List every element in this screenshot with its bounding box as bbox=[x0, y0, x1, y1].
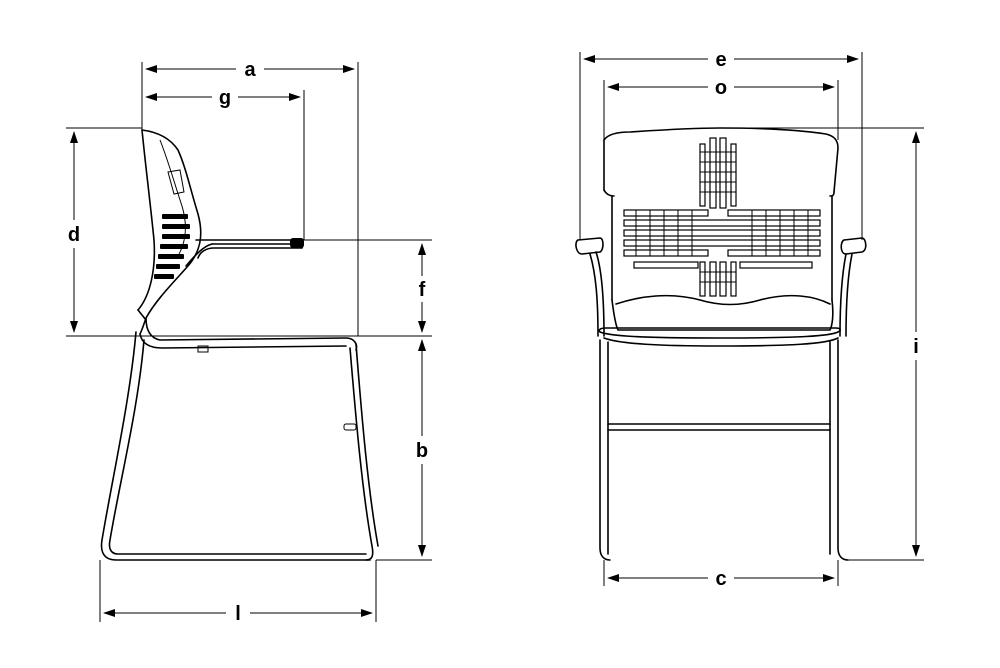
front-back-horizontal-slots bbox=[623, 209, 821, 269]
label-d: d bbox=[68, 224, 80, 246]
label-c: c bbox=[715, 568, 726, 590]
label-l: l bbox=[235, 603, 241, 625]
side-view-chair bbox=[100, 129, 379, 561]
side-back-slats bbox=[154, 214, 190, 279]
front-view-dimensions bbox=[579, 52, 924, 586]
label-g: g bbox=[219, 87, 231, 109]
side-view-dimensions bbox=[66, 62, 432, 622]
label-i: i bbox=[913, 336, 919, 358]
dimension-labels: a g d f b l e o c i bbox=[68, 49, 919, 625]
label-a: a bbox=[244, 59, 256, 81]
label-b: b bbox=[416, 440, 428, 462]
front-back-vertical-slots bbox=[699, 137, 737, 297]
label-o: o bbox=[715, 77, 727, 99]
label-e: e bbox=[715, 49, 726, 71]
label-f: f bbox=[419, 279, 426, 301]
front-view-chair bbox=[575, 127, 867, 561]
